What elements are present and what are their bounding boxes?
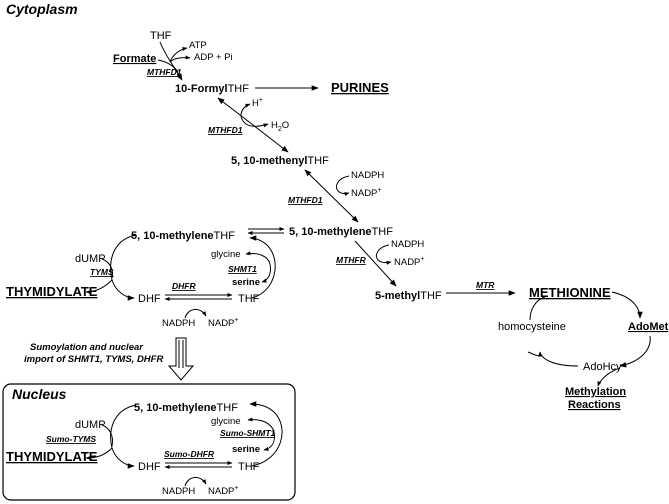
- methylene-to-dhf-arc: [110, 234, 137, 301]
- glycine-curve: [245, 251, 271, 265]
- h2o-curve: [240, 103, 269, 128]
- methyl-thf-label: 5-methylTHF: [375, 290, 442, 302]
- nucleus-dump-label: dUMP: [75, 419, 106, 431]
- methylene-to-methyl-arrow: [354, 240, 397, 287]
- dump-label: dUMP: [75, 253, 106, 265]
- nucleus-title: Nucleus: [12, 386, 67, 402]
- thf-to-methylene-arc: [249, 235, 276, 299]
- methylene-left-label: 5, 10-methyleneTHF: [131, 230, 235, 242]
- methylene-right-label: 5, 10-methyleneTHF: [289, 226, 393, 238]
- thymidylate-label: THYMIDYLATE: [6, 284, 98, 299]
- cytoplasm-title: Cytoplasm: [6, 1, 78, 17]
- purines-label: PURINES: [331, 80, 389, 95]
- adomet-to-adohcy-arrow: [619, 335, 651, 368]
- nuclear-import-arrow: [167, 337, 195, 381]
- adomet-label: AdoMet: [628, 321, 669, 333]
- adp-curve: [169, 55, 191, 63]
- thf-top-label: THF: [150, 30, 172, 42]
- atp-label: ATP: [189, 40, 207, 51]
- nadph-3-curve: [375, 244, 392, 265]
- mthfd1-c-label: MTHFD1: [288, 195, 323, 205]
- note-line-1: Sumoylation and nuclear: [30, 342, 144, 353]
- nucleus-glycine-curve: [247, 417, 275, 433]
- nucleus-serine-curve: [263, 431, 275, 451]
- nucleus-serine-label: serine: [232, 444, 260, 455]
- nadp-1-label: NADP+: [351, 187, 382, 199]
- methylation-label-1: Methylation: [565, 386, 626, 398]
- formate-label: Formate: [113, 53, 156, 65]
- formyl-thf-label: 10-FormylTHF: [175, 83, 249, 95]
- homocysteine-to-methionine-line: [529, 296, 546, 321]
- nadph-1-curve: [335, 175, 350, 197]
- nucleus-methylene-label: 5, 10-methyleneTHF: [134, 402, 238, 414]
- methenyl-methylene-arrow: [304, 169, 359, 223]
- nucleus-dhf-label: DHF: [138, 461, 161, 473]
- serine-curve: [261, 263, 271, 283]
- methionine-label: METHIONINE: [529, 285, 611, 300]
- adohcy-homocysteine-head: [527, 351, 542, 357]
- nucleus-thf-to-methylene-arc: [249, 401, 283, 467]
- to-thymidylate-curve: [85, 279, 113, 294]
- adohcy-to-homocysteine-line: [539, 351, 579, 367]
- nucleus-glycine-label: glycine: [211, 416, 241, 427]
- nadph-2-curve: [184, 309, 207, 319]
- homocysteine-label: homocysteine: [498, 321, 566, 333]
- atp-curve: [169, 47, 188, 63]
- sumo-dhfr-label: Sumo-DHFR: [164, 449, 215, 459]
- note-line-2: import of SHMT1, TYMS, DHFR: [24, 354, 163, 365]
- nucleus-nadph-label: NADPH: [162, 486, 195, 497]
- adp-pi-label: ADP + Pi: [194, 52, 233, 63]
- tyms-label: TYMS: [90, 267, 114, 277]
- methionine-to-adomet-arrow: [611, 291, 643, 319]
- nadph-3-label: NADPH: [391, 239, 424, 250]
- to-methylation-arrow: [597, 367, 621, 387]
- glycine-label: glycine: [211, 249, 241, 260]
- mthfr-label: MTHFR: [336, 255, 367, 265]
- serine-label: serine: [232, 277, 260, 288]
- dhf-label: DHF: [138, 293, 161, 305]
- nadph-1-label: NADPH: [351, 170, 384, 181]
- h2o-label: H2O: [271, 120, 289, 133]
- dhfr-label: DHFR: [172, 281, 196, 291]
- nadp-3-label: NADP+: [394, 256, 425, 268]
- nadph-2-label: NADPH: [162, 318, 195, 329]
- sumo-tyms-label: Sumo-TYMS: [46, 434, 96, 444]
- nucleus-nadph-curve: [184, 477, 207, 487]
- methylation-label-2: Reactions: [568, 399, 621, 411]
- nucleus-box: [2, 383, 296, 501]
- nucleus-thymidylate-label: THYMIDYLATE: [6, 449, 98, 464]
- dump-join: [101, 258, 113, 279]
- mthfd1-a-label: MTHFD1: [147, 67, 182, 77]
- thf-mid-label: THF: [238, 293, 260, 305]
- nadp-2-label: NADP+: [208, 317, 239, 329]
- formate-join-line: [157, 59, 179, 73]
- adohcy-label: AdoHcy: [583, 361, 622, 373]
- mtr-label: MTR: [476, 280, 495, 290]
- shmt1-label: SHMT1: [228, 264, 257, 274]
- sumo-shmt1-label: Sumo-SHMT1: [220, 428, 276, 438]
- h-plus-label: H+: [252, 97, 263, 109]
- mthfd1-b-label: MTHFD1: [208, 125, 243, 135]
- nucleus-to-thymidylate-curve: [85, 447, 113, 460]
- nucleus-thf-label: THF: [238, 461, 260, 473]
- nucleus-dump-join: [101, 424, 113, 447]
- methenyl-thf-label: 5, 10-methenylTHF: [231, 155, 329, 167]
- nucleus-nadp-label: NADP+: [208, 485, 239, 497]
